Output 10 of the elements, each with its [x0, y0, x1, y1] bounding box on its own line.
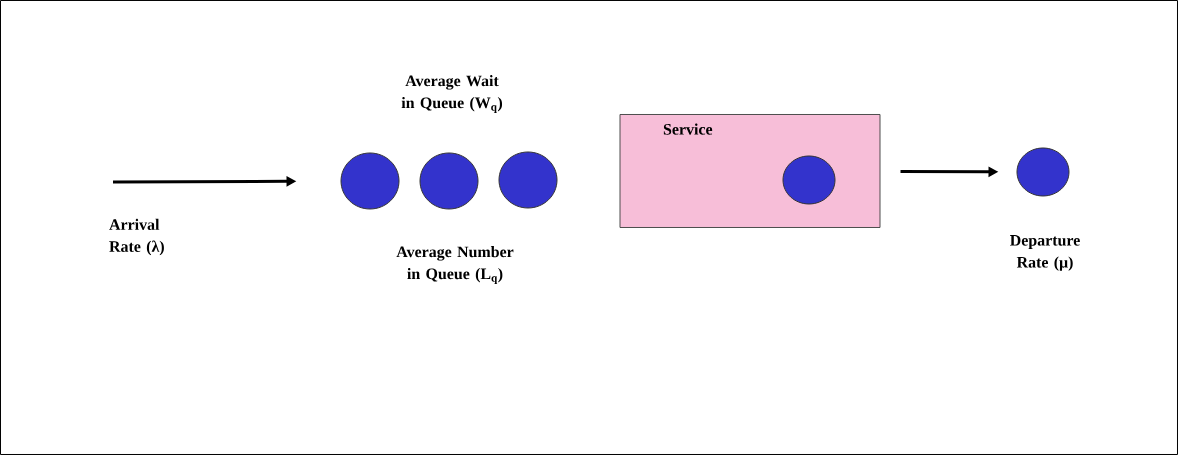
- customer-circle: [782, 155, 836, 205]
- service-box: Service: [619, 114, 881, 228]
- customer-circle: [498, 151, 558, 209]
- caption-text: Average Number in Queue (L$_{q}$): [396, 246, 514, 284]
- caption-text: Average Wait in Queue (W$_{q}$): [401, 75, 503, 113]
- customer-circle: [419, 152, 479, 210]
- customer-circle: [1016, 147, 1070, 197]
- caption-text: Arrival Rate (λ): [109, 218, 164, 256]
- caption-text: Departure Rate (μ): [1010, 235, 1080, 271]
- customer-circle: [340, 152, 400, 210]
